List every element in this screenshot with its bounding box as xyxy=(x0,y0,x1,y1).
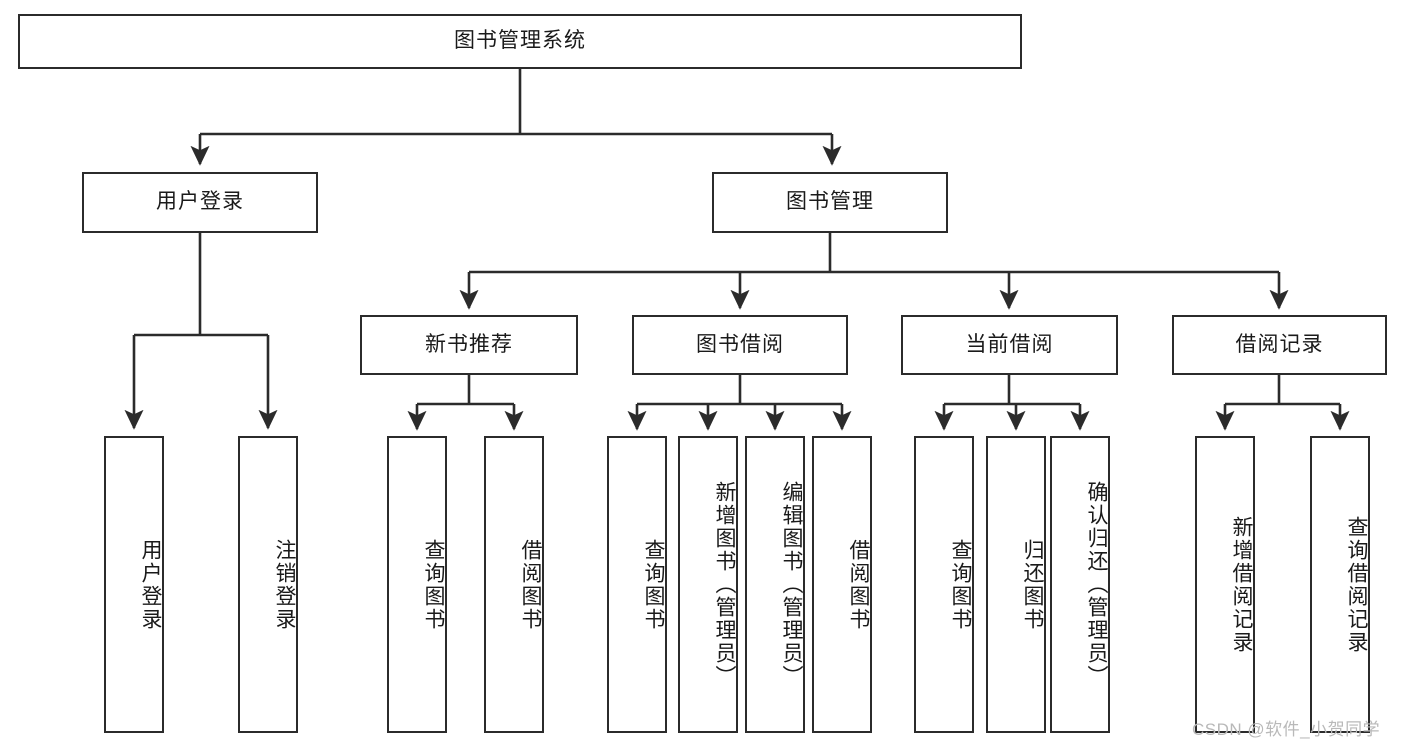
leaf-borrow-edit-book[interactable]: 编辑图书（管理员） xyxy=(745,436,805,733)
leaf-borrow-add-book[interactable]: 新增图书（管理员） xyxy=(678,436,738,733)
node-label: 查询图书 xyxy=(642,538,665,631)
leaf-recommend-borrow-book[interactable]: 借阅图书 xyxy=(484,436,544,733)
leaf-record-query-record[interactable]: 查询借阅记录 xyxy=(1310,436,1370,733)
leaf-current-confirm-return[interactable]: 确认归还（管理员） xyxy=(1050,436,1110,733)
leaf-user-login-signout[interactable]: 注销登录 xyxy=(238,436,298,733)
node-label: 图书管理 xyxy=(786,190,874,214)
node-root-system[interactable]: 图书管理系统 xyxy=(18,14,1022,69)
node-label: 编辑图书（管理员） xyxy=(780,481,803,688)
node-book-management[interactable]: 图书管理 xyxy=(712,172,948,233)
node-label: 查询借阅记录 xyxy=(1345,515,1368,654)
csdn-watermark: CSDN @软件_小贺同学 xyxy=(1192,720,1381,739)
node-label: 注销登录 xyxy=(273,538,296,631)
node-label: 用户登录 xyxy=(156,190,244,214)
node-label: 新增借阅记录 xyxy=(1230,515,1253,654)
node-label: 图书管理系统 xyxy=(454,29,586,53)
node-new-book-recommend[interactable]: 新书推荐 xyxy=(360,315,578,375)
node-borrow-record[interactable]: 借阅记录 xyxy=(1172,315,1387,375)
node-current-borrow[interactable]: 当前借阅 xyxy=(901,315,1118,375)
node-label: 归还图书 xyxy=(1021,538,1044,631)
node-label: 图书借阅 xyxy=(696,332,784,356)
leaf-user-login-signin[interactable]: 用户登录 xyxy=(104,436,164,733)
node-label: 新书推荐 xyxy=(425,332,513,356)
node-user-login[interactable]: 用户登录 xyxy=(82,172,318,233)
node-label: 借阅图书 xyxy=(519,538,542,631)
leaf-current-query-book[interactable]: 查询图书 xyxy=(914,436,974,733)
node-label: 借阅图书 xyxy=(847,538,870,631)
node-label: 借阅记录 xyxy=(1235,332,1324,356)
node-book-borrow[interactable]: 图书借阅 xyxy=(632,315,848,375)
leaf-borrow-query-book[interactable]: 查询图书 xyxy=(607,436,667,733)
leaf-borrow-borrow-book[interactable]: 借阅图书 xyxy=(812,436,872,733)
leaf-recommend-query-book[interactable]: 查询图书 xyxy=(387,436,447,733)
node-label: 用户登录 xyxy=(139,538,162,631)
leaf-current-return-book[interactable]: 归还图书 xyxy=(986,436,1046,733)
node-label: 当前借阅 xyxy=(965,332,1054,356)
node-label: 确认归还（管理员） xyxy=(1085,481,1108,688)
leaf-record-add-record[interactable]: 新增借阅记录 xyxy=(1195,436,1255,733)
node-label: 查询图书 xyxy=(949,538,972,631)
node-label: 查询图书 xyxy=(422,538,445,631)
node-label: 新增图书（管理员） xyxy=(713,481,736,688)
